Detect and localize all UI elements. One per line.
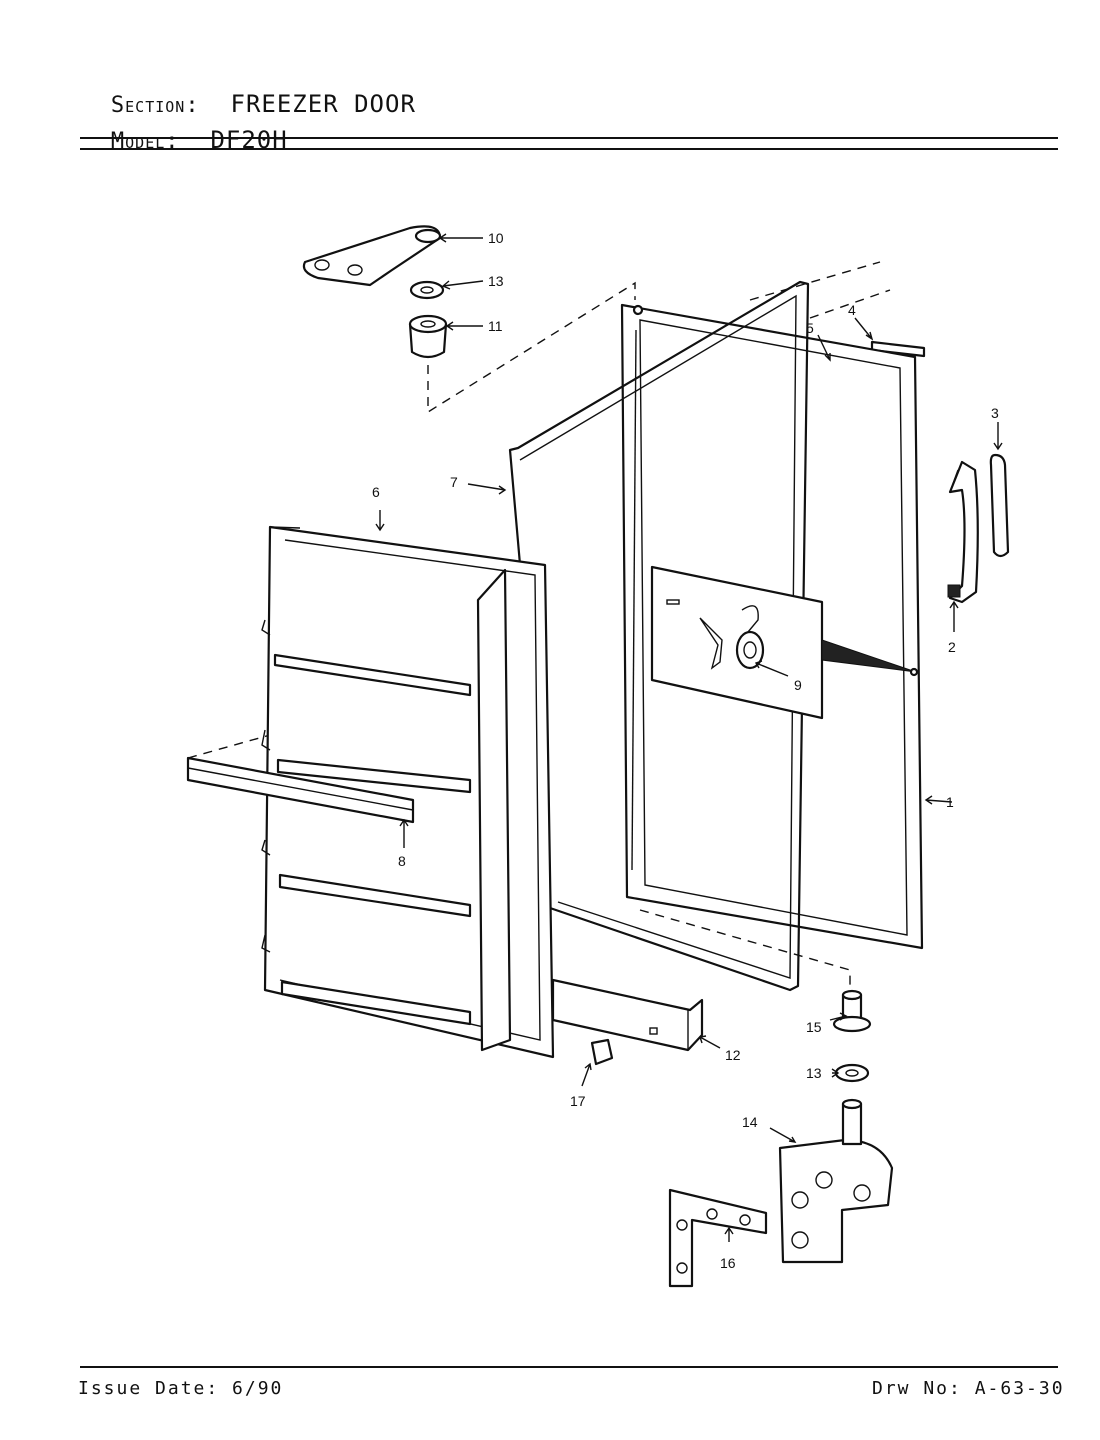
bottom-bushing (832, 989, 872, 1033)
top-hinge-plate (302, 225, 442, 287)
header-rule-bottom (80, 148, 1058, 150)
shelf-bar-leader (187, 734, 271, 759)
lock-detail-inset (650, 565, 919, 720)
callout-12: 12 (725, 1047, 741, 1063)
issue-date: Issue Date: 6/90 (78, 1378, 284, 1399)
bottom-washer (834, 1063, 870, 1083)
callout-13-top: 13 (488, 273, 504, 289)
hinge-bracket (668, 1188, 768, 1288)
callout-arrows (375, 233, 1003, 1242)
callout-13-bottom: 13 (806, 1065, 822, 1081)
section-label: Section: (110, 93, 200, 118)
header-rule-top (80, 137, 1058, 139)
callout-15: 15 (806, 1019, 822, 1035)
callout-6: 6 (372, 484, 380, 500)
callout-16: 16 (720, 1255, 736, 1271)
trim-strip-4 (870, 340, 926, 358)
drawing-number: Drw No: A-63-30 (872, 1378, 1065, 1399)
callout-14: 14 (742, 1114, 758, 1130)
bottom-trim (551, 978, 704, 1052)
callout-9: 9 (794, 677, 802, 693)
hinge-pin-leader-bottom (639, 909, 851, 990)
top-washer (409, 280, 445, 300)
top-bushing (408, 314, 448, 359)
footer-rule (80, 1366, 1058, 1368)
door-shelf-bar (186, 756, 415, 824)
callout-17: 17 (570, 1093, 586, 1109)
callout-11: 11 (488, 318, 503, 334)
callout-1: 1 (946, 794, 954, 810)
callout-4: 4 (848, 302, 856, 318)
hinge-pin-leader-top (427, 281, 636, 414)
callout-5: 5 (806, 320, 814, 336)
clip (590, 1038, 614, 1066)
section-value: FREEZER DOOR (230, 90, 416, 118)
bottom-hinge (778, 1098, 894, 1264)
door-handle (947, 460, 979, 604)
callout-2: 2 (948, 639, 956, 655)
callout-10: 10 (488, 230, 504, 246)
trim-leader (749, 261, 891, 319)
section-heading: Section: FREEZER DOOR (80, 62, 416, 118)
inner-door-liner (261, 525, 555, 1059)
callout-3: 3 (991, 405, 999, 421)
callout-8: 8 (398, 853, 406, 869)
callout-7: 7 (450, 474, 458, 490)
handle-cap (989, 453, 1010, 558)
